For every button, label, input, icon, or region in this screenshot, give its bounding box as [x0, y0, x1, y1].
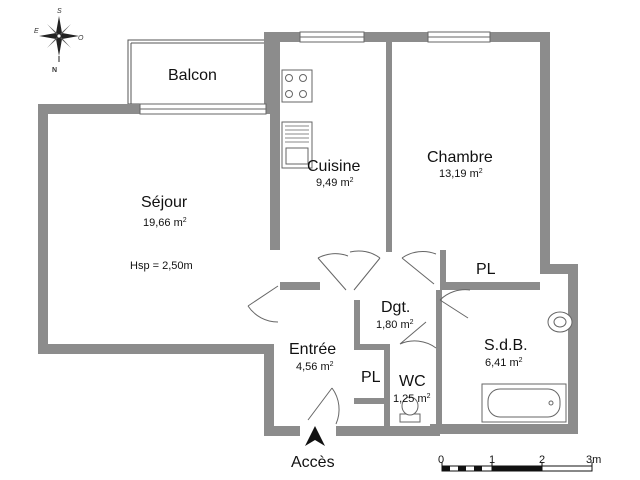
room-height-sejour: Hsp = 2,50m	[130, 260, 193, 272]
scale-bar	[441, 462, 593, 472]
kitchen-sink-icon	[281, 121, 313, 169]
compass-rose-icon	[39, 16, 79, 62]
room-area-sejour: 19,66 m2	[143, 217, 187, 229]
compass-north-label: N	[52, 67, 57, 74]
room-area-cuisine: 9,49 m2	[316, 177, 354, 189]
room-area-dgt: 1,80 m2	[376, 319, 414, 331]
room-area-chambre: 13,19 m2	[439, 168, 483, 180]
room-label-pl-entree: PL	[361, 369, 381, 386]
compass-south-label: S	[57, 8, 62, 15]
room-label-pl-chambre: PL	[476, 261, 496, 278]
compass-west-label: O	[78, 35, 84, 42]
room-label-entree: Entrée	[289, 341, 336, 358]
compass-east-label: E	[34, 28, 39, 35]
room-label-sdb: S.d.B.	[484, 337, 528, 354]
scale-label-2: 2	[539, 454, 545, 466]
room-area-sdb: 6,41 m2	[485, 357, 523, 369]
room-area-entree: 4,56 m2	[296, 361, 334, 373]
scale-label-0: 0	[438, 454, 444, 466]
entrance-arrow-icon	[305, 426, 325, 446]
room-area-wc: 1,25 m2	[393, 393, 431, 405]
room-label-wc: WC	[399, 373, 426, 390]
room-label-cuisine: Cuisine	[307, 158, 360, 175]
scale-label-1: 1	[489, 454, 495, 466]
room-label-balcon: Balcon	[168, 67, 217, 84]
toilet-icon	[399, 396, 421, 423]
room-label-chambre: Chambre	[427, 149, 493, 166]
room-label-sejour: Séjour	[141, 194, 188, 211]
door-swings	[247, 250, 471, 425]
cooktop-icon	[281, 69, 313, 103]
washbasin-icon	[547, 311, 573, 333]
scale-label-3m: 3m	[586, 454, 601, 466]
bathtub-icon	[481, 383, 567, 423]
entrance-label: Accès	[291, 454, 335, 471]
windows	[139, 31, 491, 115]
room-label-dgt: Dgt.	[381, 299, 410, 316]
